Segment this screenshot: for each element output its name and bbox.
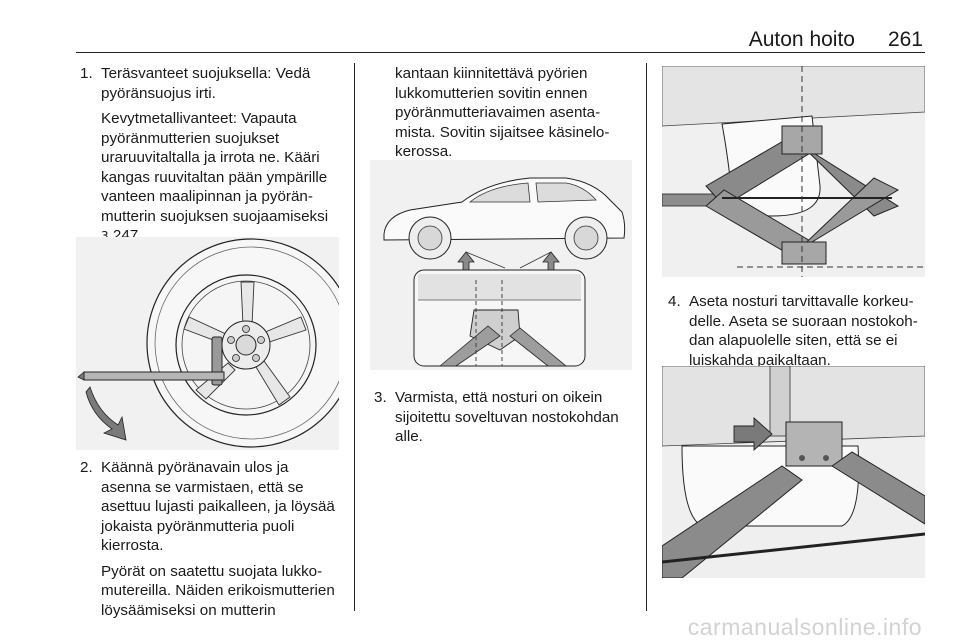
step-1-alloy-wheels: Kevytmetallivanteet: Vapauta pyöränmutte… [80,109,342,247]
step-2: 2. Käännä pyöränavain ulos ja asenna se … [80,458,342,556]
section-title: Auton hoito [748,28,855,51]
step-4-text: Aseta nosturi tarvittavalle korkeu­delle… [689,293,918,369]
page-number: 261 [887,28,923,51]
jack-under-car-illustration [662,66,925,277]
step-2-number: 2. [80,459,93,476]
step-4: 4. Aseta nosturi tarvittavalle korkeu­de… [668,292,930,370]
column-divider-1 [354,63,355,611]
step-1: 1. Teräsvanteet suojuksella: Vedä pyörän… [80,64,342,103]
step-3: 3. Varmista, että nosturi on oikein sijo… [374,388,636,447]
column-2-top: kantaan kiinnitettävä pyörien lukkomutte… [395,64,633,168]
column-1-bottom: 2. Käännä pyöränavain ulos ja asenna se … [80,458,342,626]
column-3-middle: 4. Aseta nosturi tarvittavalle korkeu­de… [668,292,930,370]
step-3-text: Varmista, että nosturi on oikein sijoite… [395,389,619,445]
step-1-alloy-text: Kevytmetallivanteet: Vapauta pyöränmutte… [101,110,329,225]
column-2-bottom: 3. Varmista, että nosturi on oikein sijo… [374,388,636,447]
step-1-text: Teräsvanteet suojuksella: Vedä pyöränsuo… [101,65,311,102]
header-divider [76,52,925,53]
wheel-illustration [76,237,339,450]
step-1-number: 1. [80,65,93,82]
column-divider-2 [646,63,647,611]
step-4-number: 4. [668,293,681,310]
step-2-text: Käännä pyöränavain ulos ja asenna se var… [101,459,335,554]
column-1-top: 1. Teräsvanteet suojuksella: Vedä pyörän… [80,64,342,253]
watermark: carmanualsonline.info [687,614,922,640]
step-2-lock-nuts: Pyörät on saatettu suojata lukko­muterei… [101,562,335,619]
page-reference-icon: 3 [101,229,109,243]
jacking-point-illustration [370,160,632,370]
lock-adapter-text: kantaan kiinnitettävä pyörien lukkomutte… [395,65,610,160]
step-3-number: 3. [374,389,387,406]
jack-raise-illustration [662,366,925,578]
